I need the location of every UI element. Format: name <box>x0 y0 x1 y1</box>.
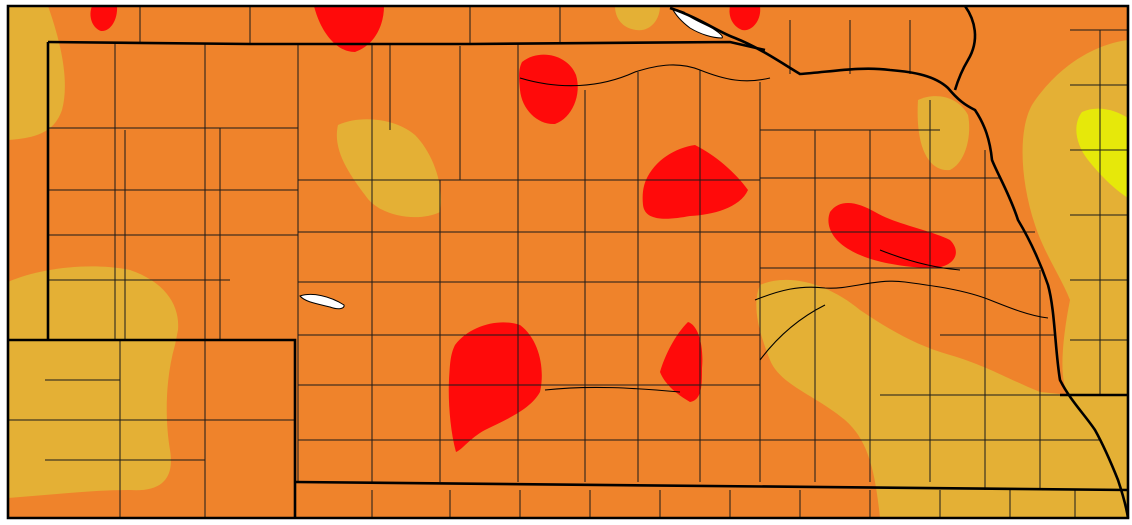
border-missouri-river <box>669 6 1130 519</box>
light-zone-north-central <box>336 119 442 218</box>
red-zone-3 <box>729 6 761 31</box>
border-sd-east <box>953 5 977 91</box>
red-zone-4 <box>519 54 578 125</box>
water-features <box>299 7 723 310</box>
border-south <box>294 480 1129 492</box>
county-boundaries <box>8 6 1128 518</box>
red-zone-5 <box>642 145 748 219</box>
platte-river-branch <box>759 304 826 361</box>
border-panhandle-south <box>8 338 297 518</box>
loup-river <box>879 249 961 271</box>
light-zone-top-patch <box>615 6 660 31</box>
light-zone-southeast <box>756 279 1128 518</box>
red-zone-1 <box>90 6 118 32</box>
red-zone-8 <box>660 322 703 402</box>
yellow-zone-east <box>1076 108 1128 198</box>
state-borders <box>6 4 1130 520</box>
rivers <box>519 64 1049 393</box>
light-zone-nw-strip <box>8 6 65 140</box>
red-zone-2 <box>314 6 384 52</box>
light-zone-sw <box>8 345 175 498</box>
republican-river <box>544 386 681 393</box>
lake-mcconaughy <box>299 293 345 310</box>
light-zone-west-bulge <box>8 266 179 345</box>
border-north <box>47 40 766 52</box>
red-zone-6 <box>828 202 956 268</box>
light-zone-ne-patch <box>917 96 970 171</box>
niobrara-river <box>519 64 771 87</box>
yellow-zones <box>1076 108 1128 198</box>
red-zone-7 <box>448 322 542 452</box>
platte-river <box>754 280 1049 319</box>
red-zones <box>90 6 956 452</box>
